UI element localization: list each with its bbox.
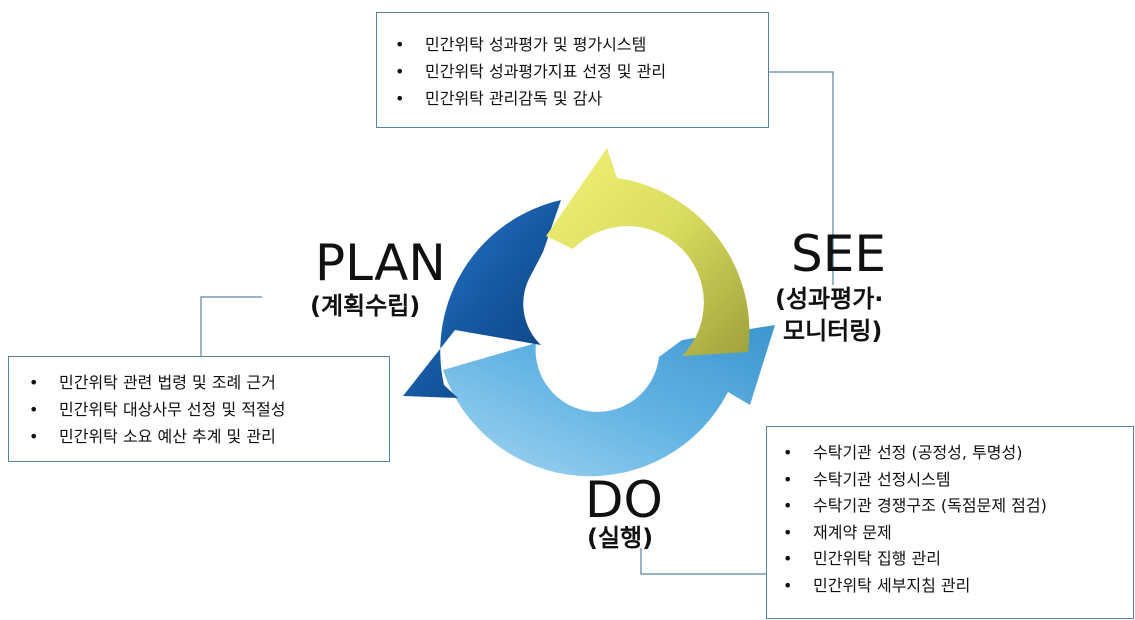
list-item-text: 민간위탁 대상사무 선정 및 적절성 (59, 400, 286, 419)
list-item-text: 수탁기관 선정 (공정성, 투명성) (813, 443, 1023, 462)
bullet: • (783, 496, 793, 515)
list-item-text: 수탁기관 경쟁구조 (독점문제 점검) (813, 496, 1047, 515)
bullet: • (395, 62, 405, 81)
see-sublabel-line1: (성과평가· (775, 285, 884, 313)
plan-label: PLAN (315, 234, 446, 292)
do-sublabel: (실행) (587, 524, 654, 552)
bullet: • (783, 575, 793, 595)
plan-arrow (403, 200, 561, 398)
plan-connector (200, 296, 262, 356)
cycle-center (552, 253, 640, 341)
plan-detail-box: •민간위탁 관련 법령 및 조례 근거 •민간위탁 대상사무 선정 및 적절성 … (8, 356, 390, 462)
plan-sublabel: (계획수립) (310, 292, 421, 320)
do-arrow (443, 325, 775, 477)
list-item-text: 민간위탁 관련 법령 및 조례 근거 (59, 373, 276, 392)
list-item: • 민간위탁 관련 법령 및 조례 근거 (29, 369, 389, 396)
list-item: • 민간위탁 대상사무 선정 및 적절성 (29, 396, 389, 423)
do-connector (640, 548, 766, 575)
list-item: • 민간위탁 관리감독 및 감사 (395, 85, 768, 112)
bullet: • (29, 427, 39, 446)
list-item: • 수탁기관 선정 (공정성, 투명성) (783, 440, 1133, 467)
see-sublabel-line2: 모니터링) (783, 317, 883, 345)
list-item-text: 민간위탁 성과평가 및 평가시스템 (425, 35, 647, 54)
list-item: • 수탁기관 선정시스템 (783, 467, 1133, 494)
bullet: • (29, 373, 39, 392)
list-item-text: 재계약 문제 (813, 522, 892, 542)
bullet: • (783, 443, 793, 462)
bullet: • (395, 35, 405, 54)
bullet: • (783, 549, 793, 568)
see-detail-box: •민간위탁 성과평가 및 평가시스템 •민간위탁 성과평가지표 선정 및 관리 … (376, 12, 769, 128)
bullet: • (783, 522, 793, 542)
do-detail-box: • 수탁기관 선정 (공정성, 투명성) • 수탁기관 선정시스템 • 수탁기관 경쟁… (766, 426, 1134, 619)
bullet: • (783, 469, 793, 489)
see-connector (769, 71, 834, 285)
list-item: • 수탁기관 경쟁구조 (독점문제 점검) (783, 493, 1133, 520)
bullet: • (395, 89, 405, 108)
list-item-text: 수탁기관 선정시스템 (813, 469, 951, 489)
list-item-text: 민간위탁 성과평가지표 선정 및 관리 (425, 62, 667, 81)
see-label: SEE (791, 225, 886, 283)
list-item: • 민간위탁 집행 관리 (783, 546, 1133, 573)
list-item-text: 민간위탁 소요 예산 추계 및 관리 (59, 427, 276, 446)
list-item: • 민간위탁 성과평가 및 평가시스템 (395, 31, 768, 58)
list-item: • 민간위탁 소요 예산 추계 및 관리 (29, 423, 389, 450)
list-item-text: 민간위탁 관리감독 및 감사 (425, 89, 603, 108)
do-label: DO (585, 471, 663, 529)
list-item: • 민간위탁 성과평가지표 선정 및 관리 (395, 58, 768, 85)
list-item-text: 민간위탁 세부지침 관리 (813, 575, 971, 595)
list-item: • 민간위탁 세부지침 관리 (783, 573, 1133, 600)
list-item: • 재계약 문제 (783, 520, 1133, 547)
see-arrow (546, 148, 750, 356)
list-item-text: 민간위탁 집행 관리 (813, 549, 941, 568)
bullet: • (29, 400, 39, 419)
